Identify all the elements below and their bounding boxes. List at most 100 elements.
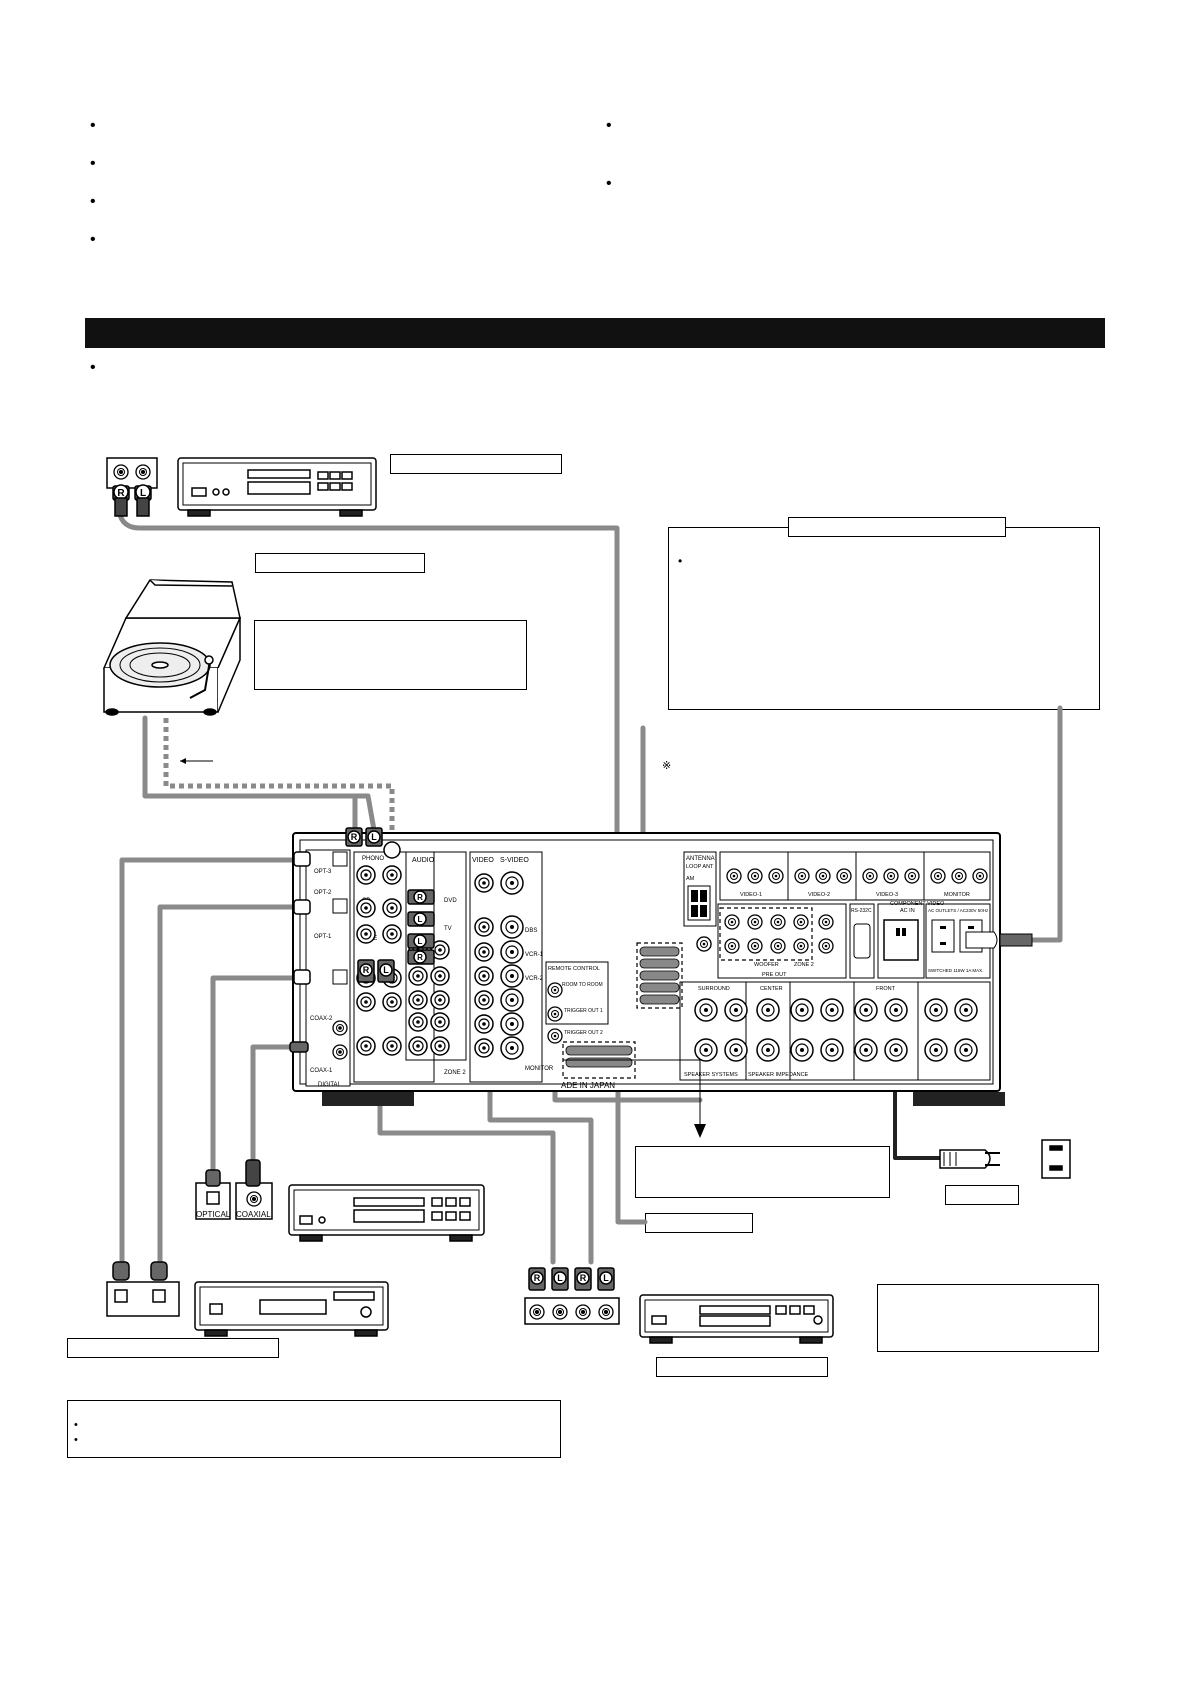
tape-plug-l: L <box>418 937 423 946</box>
ac-outlet-cable <box>1029 705 1063 943</box>
room-to-room-label: ROOM TO ROOM <box>562 982 603 988</box>
speaker-impedance-label: SPEAKER IMPEDANCE <box>748 1072 809 1078</box>
coaxial-label: COAXIAL <box>236 1210 271 1219</box>
audio-label: AUDIO <box>412 857 435 864</box>
bullet-top-5: • <box>606 117 612 134</box>
trigger-out-2-label: TRIGGER OUT 2 <box>564 1030 603 1036</box>
cd-player-l-label: L <box>140 488 146 499</box>
monitor-label: MONITOR <box>944 892 970 898</box>
remote-control-label: REMOTE CONTROL <box>548 966 600 972</box>
phono-cable-2 <box>352 793 377 833</box>
antenna-label: ANTENNA <box>686 856 715 862</box>
tape-deck <box>639 1294 834 1344</box>
cd-recorder <box>288 1184 485 1242</box>
optical-label: OPTICAL <box>196 1210 231 1219</box>
ac-outlets-label: AC OUTLETS / AC230V 50Hz <box>928 908 989 913</box>
rca-plugs-tape-out <box>357 959 395 983</box>
right-note-box <box>877 1284 1099 1352</box>
trigger-out-1-label: TRIGGER OUT 1 <box>564 1008 603 1014</box>
bullet-bottom-2: • <box>74 1434 78 1446</box>
speaker-systems-label: SPEAKER SYSTEMS <box>684 1072 738 1078</box>
coax-2-label: COAX-2 <box>310 1016 333 1022</box>
turntable <box>102 579 242 716</box>
bullet-section: • <box>90 359 96 376</box>
digital-label: DIGITAL <box>318 1082 342 1088</box>
tape-plug-r: R <box>417 953 423 962</box>
rs232c-label: RS-232C <box>851 908 872 914</box>
made-in-label: ADE IN JAPAN <box>561 1081 615 1090</box>
phono-label: PHONO <box>362 856 384 862</box>
rca-plugs-cd <box>407 889 435 965</box>
pre-out-label: PRE OUT <box>762 972 787 978</box>
digital-inputs <box>305 849 351 1087</box>
zone-2-label: ZONE 2 <box>444 1070 466 1076</box>
tapeout-plug-l: L <box>383 965 389 975</box>
cdr-coax-cable <box>250 1044 307 1178</box>
power-plug <box>939 1139 1071 1179</box>
cd-cable <box>117 512 620 903</box>
center-label: CENTER <box>760 986 783 992</box>
cd-player-label-box <box>390 454 562 474</box>
vcr-1-label: VCR-1 <box>525 952 544 958</box>
remote-cable <box>615 1027 648 1225</box>
bullet-top-4: • <box>90 231 96 248</box>
cd-recorder-jacks <box>195 1159 273 1220</box>
made-in-note-box <box>635 1146 890 1198</box>
bullet-top-2: • <box>90 155 96 172</box>
front-label: FRONT <box>876 986 896 992</box>
cd-plug-l: L <box>418 915 423 924</box>
s-video-label: S-VIDEO <box>500 857 529 864</box>
am-label: AM <box>686 876 695 882</box>
opt-label: OPT-3 <box>314 869 332 875</box>
md-cable-2 <box>157 904 309 1271</box>
cd-plug-r: R <box>417 893 423 902</box>
power-plug-label-box <box>945 1185 1019 1205</box>
surround-label: SURROUND <box>698 986 730 992</box>
opt-label-2: OPT-2 <box>314 890 332 896</box>
coax-1-label: COAX-1 <box>310 1068 333 1074</box>
switched-label: SWITCHED 115W 1A MAX. <box>928 968 983 973</box>
asterisk-note: ※ <box>662 760 672 772</box>
video-2-label: VIDEO-2 <box>808 892 830 898</box>
turntable-note-box <box>254 620 527 690</box>
zone-2-preout-label: ZONE 2 <box>794 962 814 968</box>
vcr-2-label: VCR-2 <box>525 976 544 982</box>
cdr-optical-cable <box>210 975 309 1178</box>
ground-terminal <box>383 841 401 859</box>
tape-deck-jacks <box>524 1267 620 1325</box>
md-recorder-label-box <box>67 1338 279 1358</box>
monitor-label-video: MONITOR <box>525 1066 554 1072</box>
bullet-ac-note: • <box>678 554 683 568</box>
cd-player-jacks: R L <box>106 457 158 517</box>
ac-outlet-title-box <box>788 517 1006 537</box>
video-3-label: VIDEO-3 <box>876 892 898 898</box>
tv-label: TV <box>444 926 452 932</box>
bullet-top-6: • <box>606 175 612 192</box>
video-1-label: VIDEO-1 <box>740 892 762 898</box>
bottom-note-box <box>67 1400 561 1458</box>
amplifier-rear-panel: OPT-3 OPT-2 OPT-1 COAX-2 COAX-1 DIGITAL … <box>292 832 1033 1106</box>
woofer-label: WOOFER <box>754 962 779 968</box>
tape-jack-r-1: R <box>534 1273 541 1283</box>
dbs-label: DBS <box>525 928 537 934</box>
bullet-top-3: • <box>90 193 96 210</box>
phono-plug-l: L <box>371 832 377 842</box>
md-cable-1 <box>119 857 309 1271</box>
dvd-label: DVD <box>444 898 457 904</box>
cdr-label-box <box>656 1357 828 1377</box>
tape-jack-l-2: L <box>603 1273 609 1283</box>
tapeout-plug-r: R <box>363 965 370 975</box>
bullet-bottom-1: • <box>74 1419 78 1431</box>
ground-wire <box>163 718 395 838</box>
bullet-top-1: • <box>90 117 96 134</box>
md-recorder <box>194 1281 389 1337</box>
optical-plugs <box>289 851 311 1053</box>
opt-label-3: OPT-1 <box>314 934 332 940</box>
ac-in-label: AC IN <box>900 908 915 914</box>
turntable-label-box <box>255 553 425 573</box>
phono-cable <box>142 715 358 833</box>
loop-ant-label: LOOP ANT <box>686 864 714 870</box>
md-recorder-jacks <box>106 1261 180 1317</box>
phono-plug-r: R <box>351 832 358 842</box>
